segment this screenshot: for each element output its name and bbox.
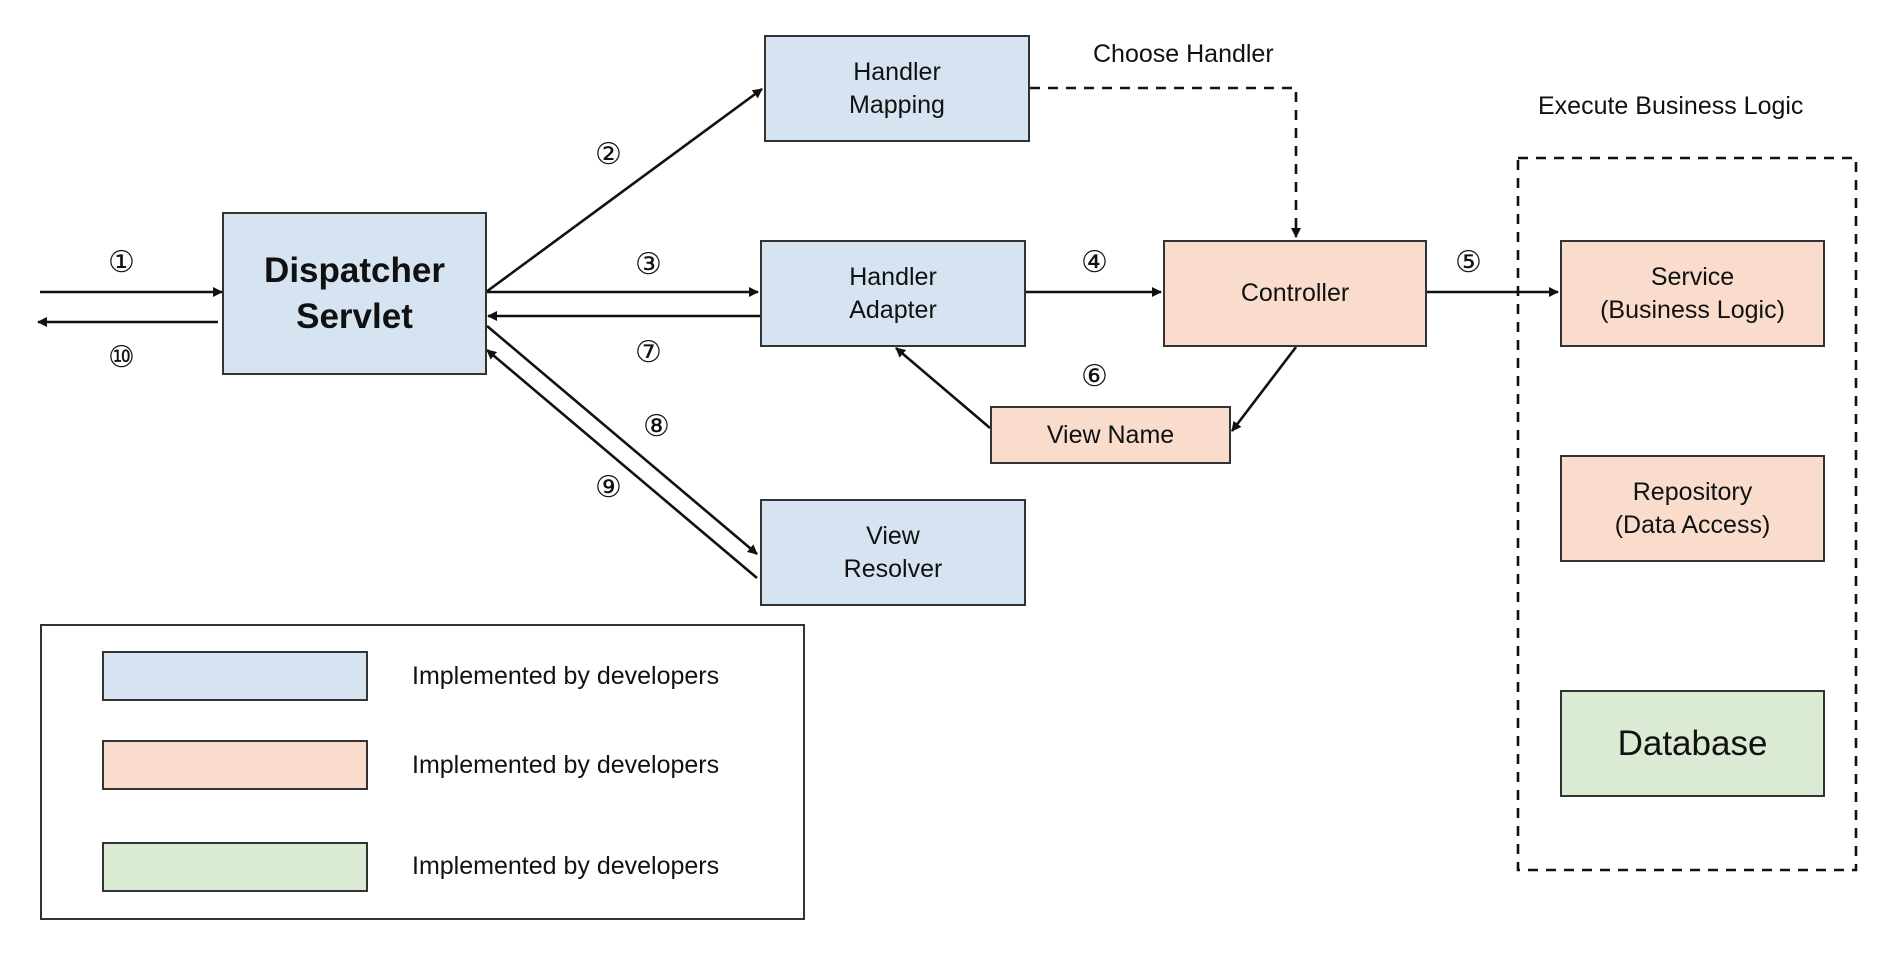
handler-mapping-label: Handler Mapping xyxy=(849,58,945,119)
legend-swatch-developer xyxy=(102,740,368,790)
step-2-label: ② xyxy=(595,138,622,171)
choose-handler-label: Choose Handler xyxy=(1093,40,1274,68)
legend-label-developer: Implemented by developers xyxy=(412,751,720,779)
step-6-label: ⑥ xyxy=(1081,360,1108,393)
step-10-label: ⑩ xyxy=(108,341,135,374)
handler-adapter-box: Handler Adapter xyxy=(760,240,1026,347)
arrow-to-handler-mapping xyxy=(485,87,763,294)
dispatcher-servlet-label: Dispatcher Servlet xyxy=(264,251,445,336)
legend xyxy=(40,624,805,920)
arrow-to-view-resolver xyxy=(486,325,758,555)
arrow-resolver-to-dispatcher xyxy=(486,349,758,579)
service-label: Service (Business Logic) xyxy=(1600,263,1785,324)
controller-box: Controller xyxy=(1163,240,1427,347)
step-1-label: ① xyxy=(108,246,135,279)
view-name-box: View Name xyxy=(990,406,1231,464)
controller-label: Controller xyxy=(1240,279,1350,308)
legend-swatch-database xyxy=(102,842,368,892)
dispatcher-servlet-box: Dispatcher Servlet xyxy=(222,212,487,375)
step-3-label: ③ xyxy=(635,248,662,281)
arrow-controller-to-view-name xyxy=(1230,346,1298,432)
view-resolver-label: View Resolver xyxy=(843,522,943,583)
business-logic-group xyxy=(1516,156,1858,872)
database-label: Database xyxy=(1617,723,1768,763)
repository-box: Repository (Data Access) xyxy=(1560,455,1825,562)
service-box: Service (Business Logic) xyxy=(1560,240,1825,347)
database-box: Database xyxy=(1560,690,1825,797)
step-9-label: ⑨ xyxy=(595,471,622,504)
view-resolver-box: View Resolver xyxy=(760,499,1026,606)
legend-label-framework: Implemented by developers xyxy=(412,662,720,690)
legend-label-database: Implemented by developers xyxy=(412,852,720,880)
arrow-choose-handler-dashed xyxy=(1030,86,1301,238)
repository-label: Repository (Data Access) xyxy=(1614,478,1771,539)
step-5-label: ⑤ xyxy=(1455,246,1482,279)
legend-swatch-framework xyxy=(102,651,368,701)
arrow-view-name-to-adapter xyxy=(895,347,991,429)
step-8-label: ⑧ xyxy=(643,410,670,443)
view-name-label: View Name xyxy=(1046,420,1175,449)
execute-business-logic-label: Execute Business Logic xyxy=(1538,92,1804,120)
step-4-label: ④ xyxy=(1081,246,1108,279)
handler-adapter-label: Handler Adapter xyxy=(849,263,937,324)
step-7-label: ⑦ xyxy=(635,336,662,369)
handler-mapping-box: Handler Mapping xyxy=(764,35,1030,142)
